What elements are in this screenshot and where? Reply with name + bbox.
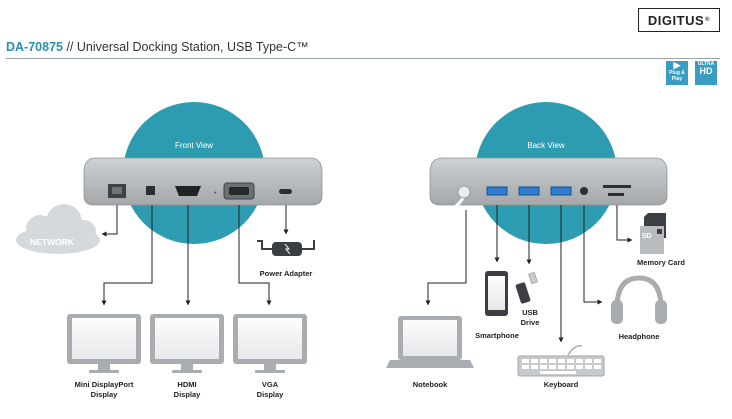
arrow-notebook <box>425 210 467 306</box>
network-cloud-icon <box>16 204 100 254</box>
model-number: DA-70875 <box>6 40 63 54</box>
micro-sd-slot <box>608 193 624 196</box>
mini-dp-display-label-2: Display <box>91 390 119 399</box>
keyboard-icon <box>517 344 605 377</box>
usb-c-port <box>279 189 292 194</box>
usb-port-1 <box>486 186 508 196</box>
usb-drive-label-2: Drive <box>521 318 540 327</box>
front-view-group: Front View • NETWORK Power Adapter <box>16 102 323 399</box>
plug-play-badge: ▶Plug & Play <box>666 61 688 85</box>
memory-card-label: Memory Card <box>637 258 685 267</box>
sd-text: SD <box>642 233 652 240</box>
smartphone-icon <box>485 271 508 316</box>
hdmi-display-label-2: Display <box>174 390 202 399</box>
usb-port-3 <box>550 186 572 196</box>
back-view-label: Back View <box>527 141 564 150</box>
front-dock-body <box>83 157 323 206</box>
usb-drive-icon <box>515 271 538 304</box>
monitor-icon-mini-dp <box>67 314 141 373</box>
mini-displayport-port <box>146 186 155 195</box>
power-adapter-icon <box>257 240 315 256</box>
arrow-memory-card <box>616 205 633 243</box>
arrow-network <box>101 205 118 237</box>
arrow-headphone <box>583 205 603 305</box>
keyboard-label: Keyboard <box>544 380 579 389</box>
product-title: Universal Docking Station, USB Type-C™ <box>76 40 309 54</box>
front-view-label: Front View <box>175 141 213 150</box>
arrow-mini-dp-display <box>101 205 153 306</box>
back-view-group: Back View Notebook Smartphone <box>386 102 685 389</box>
vga-display-label-1: VGA <box>262 380 279 389</box>
title-separator: // <box>62 40 77 54</box>
monitor-icon-vga <box>233 314 307 373</box>
digitus-logo: DIGITUS® <box>638 8 720 32</box>
usb-c-cable <box>435 197 465 218</box>
play-icon: ▶ <box>673 60 681 70</box>
monitor-icon-hdmi <box>150 314 224 373</box>
memory-card-icon <box>640 213 666 254</box>
notebook-label: Notebook <box>413 380 448 389</box>
header-divider <box>6 58 720 59</box>
mini-dp-display-label-1: Mini DisplayPort <box>75 380 134 389</box>
power-adapter-label: Power Adapter <box>260 269 313 278</box>
headphone-label: Headphone <box>619 332 660 341</box>
page-title: DA-70875 // Universal Docking Station, U… <box>6 40 309 54</box>
network-label: NETWORK <box>30 237 75 247</box>
sd-slot <box>603 185 631 188</box>
hdmi-display-label-1: HDMI <box>177 380 196 389</box>
headphone-icon <box>611 275 667 324</box>
vga-icon: • <box>214 190 217 197</box>
vga-display-label-2: Display <box>257 390 285 399</box>
notebook-icon <box>386 316 474 368</box>
usb-port-2 <box>518 186 540 196</box>
usb-drive-label-1: USB <box>522 308 538 317</box>
arrow-vga-display <box>238 205 272 306</box>
smartphone-label: Smartphone <box>475 331 519 340</box>
audio-jack <box>580 187 588 195</box>
hdmi-port <box>175 186 201 196</box>
